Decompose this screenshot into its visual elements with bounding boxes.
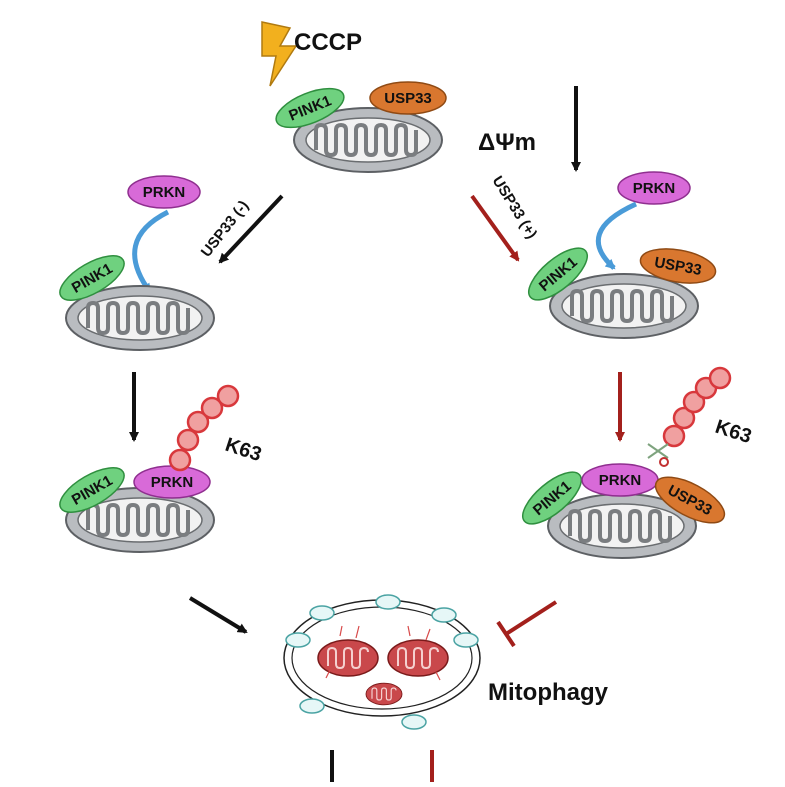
delta-psi-m-label: ΔΨm [478,129,536,156]
mitophagy-label: Mitophagy [488,679,609,706]
right-inhibition-bar [496,620,516,648]
usp33-plus-arrow [470,194,520,262]
svg-text:USP33: USP33 [384,90,432,107]
svg-text:PRKN: PRKN [143,184,186,201]
prkn-recruit-arrow-right [595,201,638,270]
damaged-mitochondrion-1 [317,639,379,677]
mitochondrion-right-1 [548,272,700,340]
prkn-right-2: PRKN [581,463,659,497]
right-inhibition-line [504,600,558,636]
prkn-left-2: PRKN [133,465,211,499]
svg-text:PRKN: PRKN [599,472,642,489]
usp33-minus-label: USP33 (-) [198,197,252,260]
svg-text:PRKN: PRKN [633,180,676,197]
ubiquitin-chain-right [662,366,732,448]
scissors-icon [647,443,669,467]
lightning-bolt-icon [261,21,298,87]
k63-label-right: K63 [712,416,754,448]
damaged-mitochondrion-2 [387,639,449,677]
prkn-recruit-arrow-left [132,209,170,294]
pink1-left-1: PINK1 [59,255,125,301]
damaged-mitochondrion-3 [365,682,403,706]
svg-text:PRKN: PRKN [151,474,194,491]
pink1-right-2: PINK1 [522,471,582,525]
usp33-right-1: USP33 [639,248,717,284]
k63-label-left: K63 [222,434,264,466]
cccp-label: CCCP [294,29,362,56]
usp33-top: USP33 [369,81,447,115]
autophagosome [283,594,481,730]
usp33-minus-arrow [218,194,284,264]
prkn-left-top: PRKN [127,175,201,209]
left-to-mitophagy-arrow [188,596,248,634]
prkn-right-top: PRKN [617,171,691,205]
ubiquitin-chain-left [168,384,240,472]
